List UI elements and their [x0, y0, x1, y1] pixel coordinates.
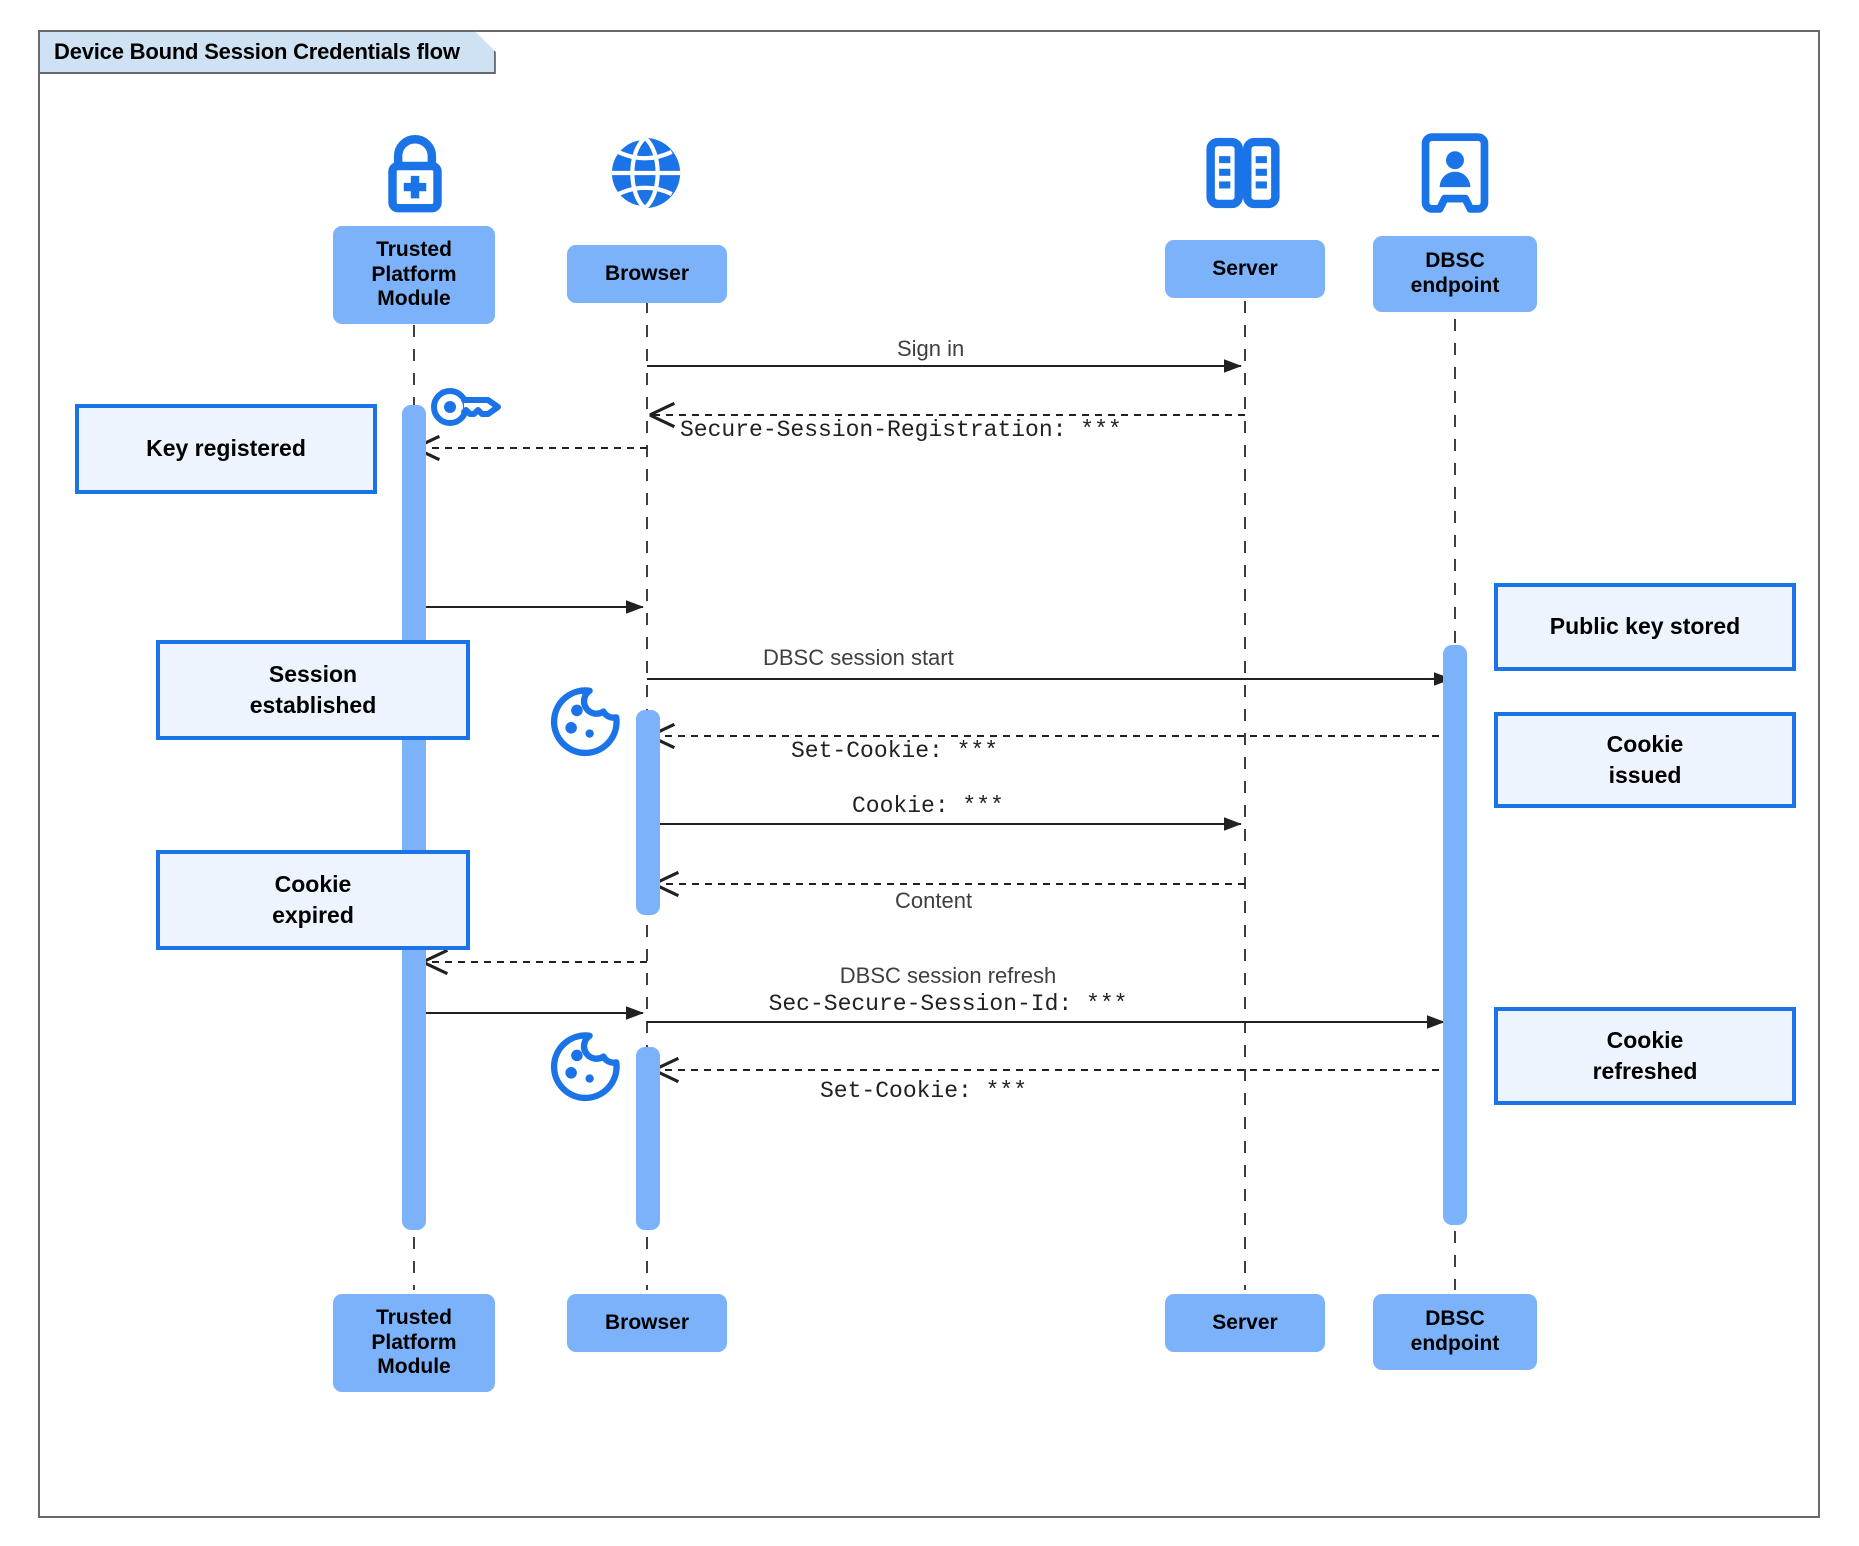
- message-label-set-cookie-2: Set-Cookie: ***: [820, 1078, 1027, 1104]
- participant-label: Browser: [604, 261, 690, 285]
- participant-browser-top[interactable]: Browser: [567, 245, 727, 303]
- note-text: Key registered: [146, 435, 306, 462]
- activation-bar-tpm: [402, 405, 426, 1230]
- message-text: Cookie: ***: [852, 793, 1004, 819]
- participant-server-top[interactable]: Server: [1165, 240, 1325, 298]
- message-label-dbsc-session-refresh: DBSC session refresh Sec-Secure-Session-…: [718, 962, 1178, 1018]
- participant-label: Server: [1212, 256, 1278, 280]
- diagram-title: Device Bound Session Credentials flow: [54, 39, 460, 64]
- message-text: Set-Cookie: ***: [791, 738, 999, 764]
- message-label-cookie: Cookie: ***: [852, 793, 1004, 819]
- message-text: Secure-Session-Registration: ***: [680, 417, 1122, 443]
- server-racks-icon: [1198, 128, 1288, 218]
- message-text: Sign in: [897, 336, 965, 361]
- message-label-dbsc-session-start: DBSC session start: [763, 645, 954, 671]
- note-public-key-stored: Public key stored: [1494, 583, 1796, 671]
- message-label-content: Content: [895, 888, 972, 914]
- participant-label: Server: [1212, 1310, 1278, 1334]
- diagram-title-tab: Device Bound Session Credentials flow: [38, 30, 496, 74]
- participant-browser-bottom[interactable]: Browser: [567, 1294, 727, 1352]
- activation-bar-browser-2: [636, 1047, 660, 1230]
- message-label-set-cookie-1: Set-Cookie: ***: [791, 738, 998, 764]
- message-text-line1: DBSC session refresh: [839, 963, 1057, 988]
- message-text: Set-Cookie: ***: [820, 1078, 1028, 1104]
- message-label-sign-in: Sign in: [897, 336, 964, 362]
- message-text: Content: [895, 888, 973, 913]
- activation-bar-browser-1: [636, 710, 660, 915]
- key-icon: [428, 380, 504, 434]
- cookie-icon: [548, 1030, 622, 1104]
- message-label-secure-session-registration: Secure-Session-Registration: ***: [680, 417, 1122, 443]
- participant-server-bottom[interactable]: Server: [1165, 1294, 1325, 1352]
- padlock-plus-icon: [370, 128, 460, 218]
- note-key-registered: Key registered: [75, 404, 377, 494]
- note-text: Public key stored: [1549, 613, 1741, 640]
- cookie-icon: [548, 685, 622, 759]
- message-text-line2: Sec-Secure-Session-Id: ***: [768, 990, 1128, 1017]
- participant-label: Browser: [604, 1310, 690, 1334]
- globe-icon: [600, 128, 690, 218]
- message-text: DBSC session start: [763, 645, 954, 670]
- id-badge-icon: [1414, 128, 1496, 218]
- activation-bar-dbsc: [1443, 645, 1467, 1225]
